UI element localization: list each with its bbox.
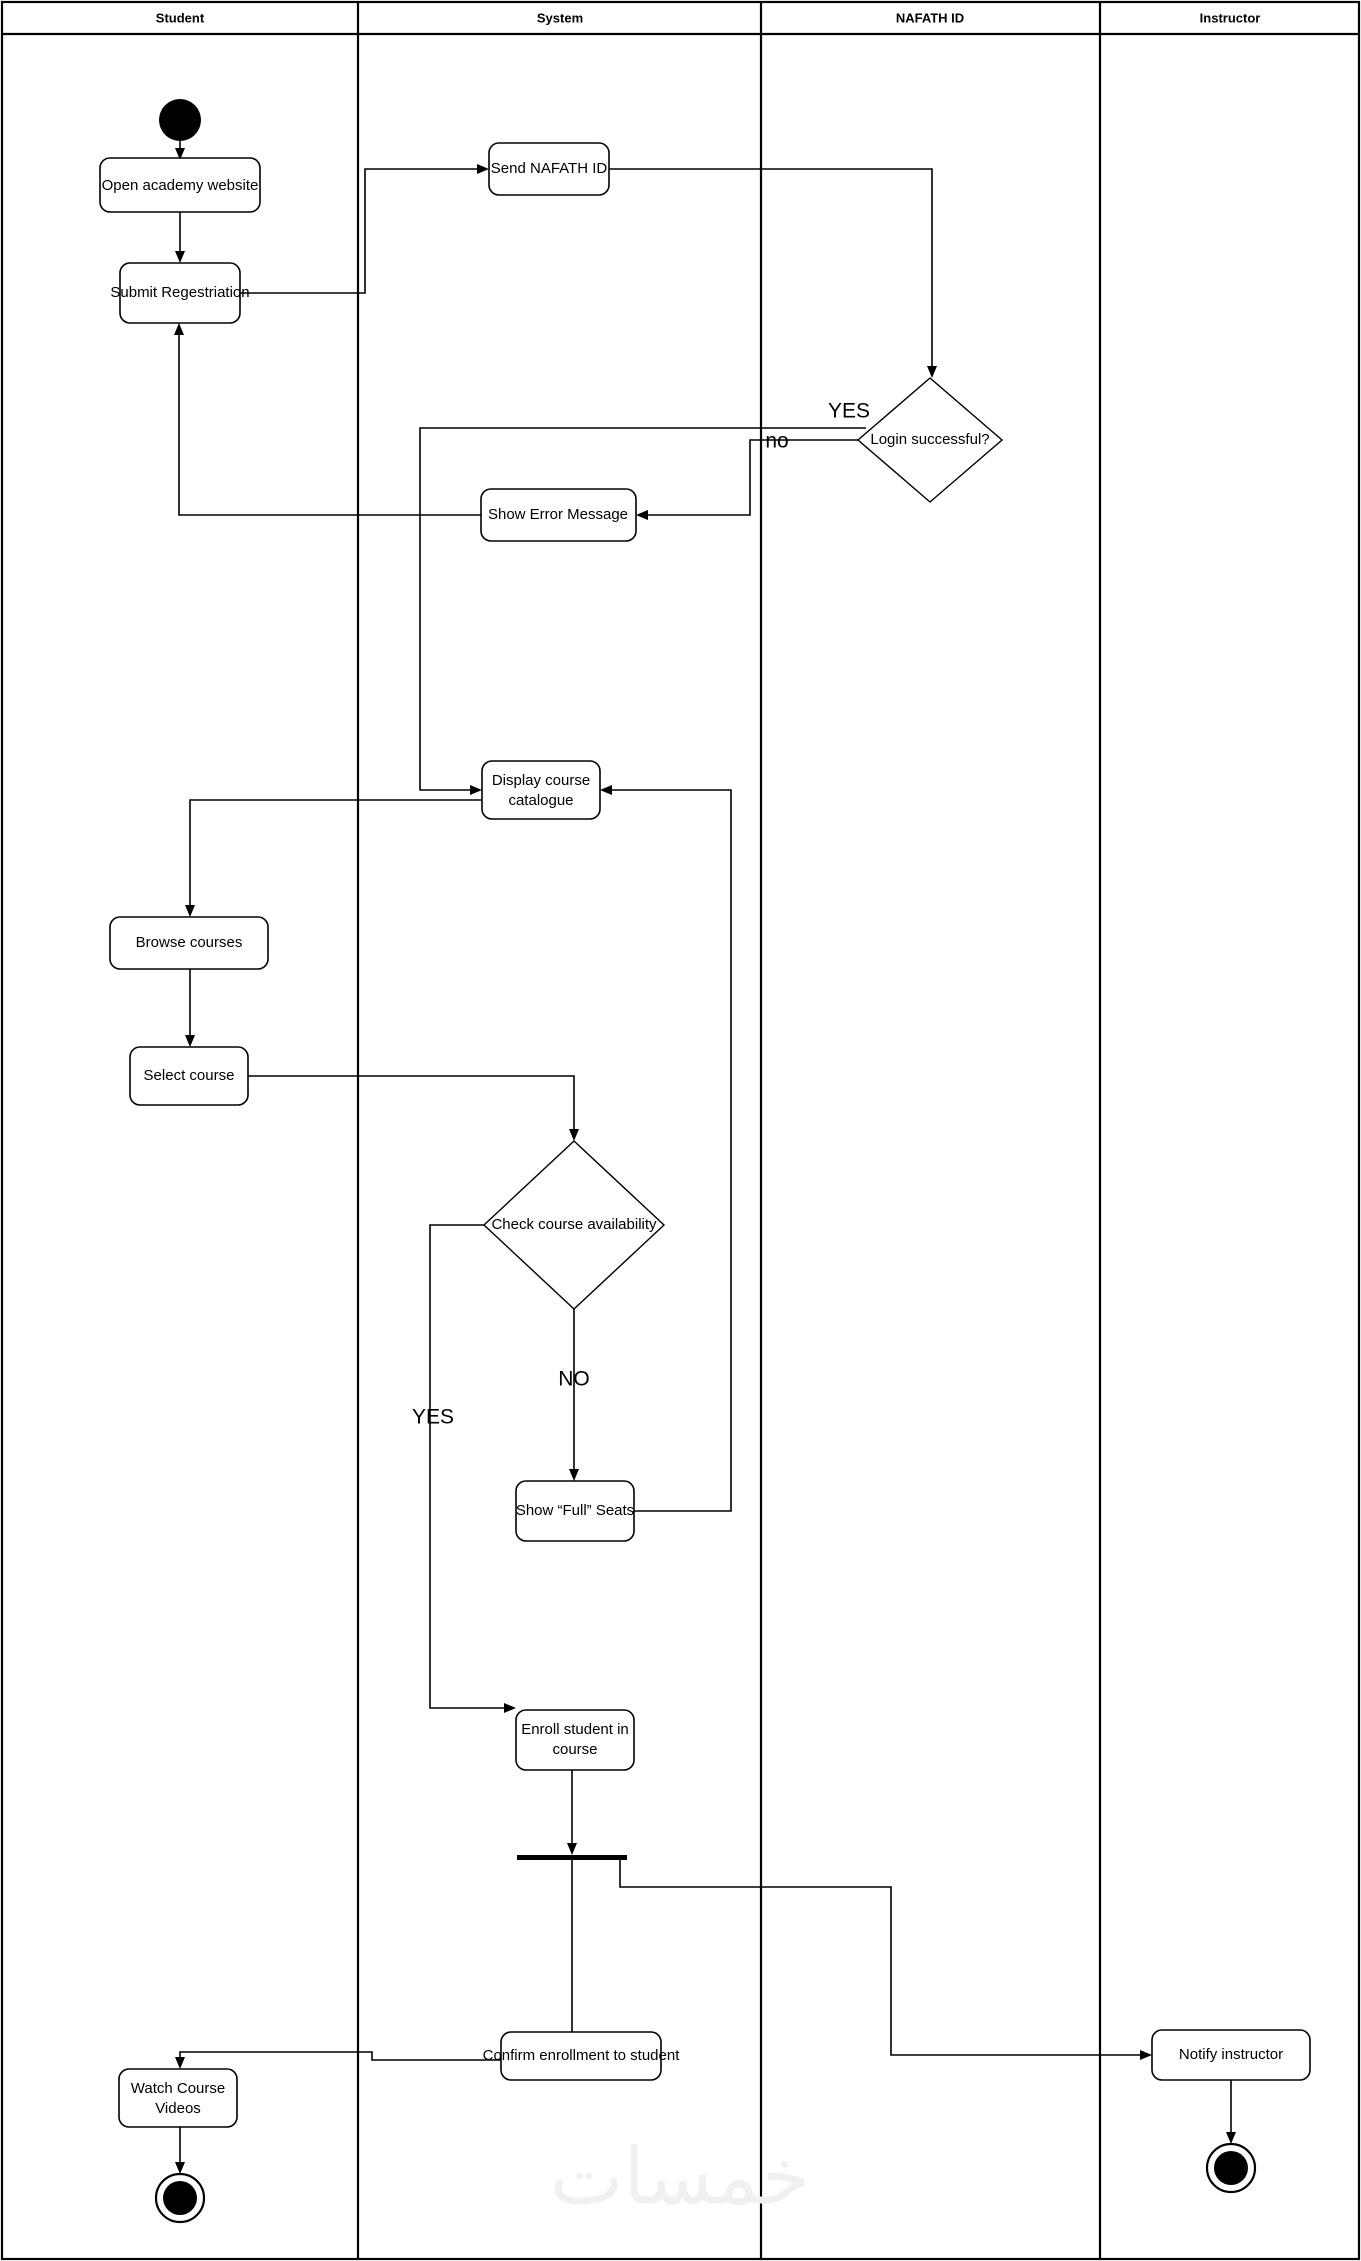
open-academy-website[interactable]: Open academy website xyxy=(99,157,261,213)
lane-title-student: Student xyxy=(156,10,205,25)
display-course-catalogue-label-1: Display course xyxy=(492,772,590,789)
guard-yes-login: YES xyxy=(828,400,870,423)
check-course-availability-label: Check course availability xyxy=(491,1216,657,1233)
flow-confirm-to-watch xyxy=(175,2051,501,2069)
confirm-enrollment-to-student-box[interactable] xyxy=(500,2031,662,2081)
watch-course-videos-label-2: Videos xyxy=(155,2100,201,2117)
watch-course-videos[interactable]: Watch Course Videos xyxy=(118,2068,238,2128)
submit-registration-box[interactable] xyxy=(119,262,241,324)
submit-registration[interactable]: Submit Regestriation xyxy=(110,262,250,324)
show-full-seats[interactable]: Show “Full” Seats xyxy=(515,1480,635,1542)
open-academy-website-box[interactable] xyxy=(99,157,261,213)
open-academy-website-label: Open academy website xyxy=(102,177,259,194)
select-course[interactable]: Select course xyxy=(129,1046,249,1106)
enroll-student-in-course-label-2: course xyxy=(552,1741,597,1758)
notify-instructor[interactable]: Notify instructor xyxy=(1151,2029,1311,2081)
show-full-seats-label: Show “Full” Seats xyxy=(516,1502,634,1519)
flow-enroll-to-fork xyxy=(567,1770,577,1855)
guard-no-login: no xyxy=(765,430,788,453)
send-nafath-id-label: Send NAFATH ID xyxy=(491,160,608,177)
flow-send-to-login xyxy=(609,168,937,378)
flow-error-to-submit xyxy=(174,323,481,516)
watch-course-videos-box[interactable] xyxy=(118,2068,238,2128)
confirm-enrollment-to-student[interactable]: Confirm enrollment to student xyxy=(483,2031,681,2081)
flow-login-yes-catalogue xyxy=(419,427,866,795)
flow-notify-to-end xyxy=(1226,2080,1236,2144)
show-full-seats-box[interactable] xyxy=(515,1480,635,1542)
initial-node xyxy=(159,99,201,141)
lane-title-system: System xyxy=(537,10,583,25)
fork-bar xyxy=(517,1855,627,1860)
final-node-student xyxy=(154,2172,206,2224)
display-course-catalogue-label-2: catalogue xyxy=(508,792,573,809)
display-course-catalogue-box[interactable] xyxy=(481,760,601,820)
final-node-instructor-core xyxy=(1214,2151,1248,2185)
final-node-student-core xyxy=(163,2181,197,2215)
show-error-message[interactable]: Show Error Message xyxy=(480,488,637,542)
flow-fork-to-notify xyxy=(619,1860,1152,2060)
flow-open-to-submit xyxy=(175,212,185,263)
check-course-availability-decision[interactable]: Check course availability xyxy=(482,1140,666,1310)
notify-instructor-box[interactable] xyxy=(1151,2029,1311,2081)
flow-full-to-catalogue xyxy=(600,785,732,1512)
browse-courses-box[interactable] xyxy=(109,916,269,970)
login-successful-decision[interactable]: Login successful? xyxy=(856,377,1004,503)
flow-check-no-full xyxy=(569,1309,579,1481)
select-course-label: Select course xyxy=(144,1067,235,1084)
browse-courses-label: Browse courses xyxy=(136,934,243,951)
final-node-instructor xyxy=(1205,2142,1257,2194)
enroll-student-in-course-label-1: Enroll student in xyxy=(521,1721,629,1738)
flow-check-yes-enroll xyxy=(429,1224,516,1713)
select-course-box[interactable] xyxy=(129,1046,249,1106)
flow-start-to-open xyxy=(175,141,185,160)
flow-login-no-error xyxy=(636,439,858,520)
submit-registration-label: Submit Regestriation xyxy=(110,284,249,301)
flow-catalogue-to-browse xyxy=(185,799,482,917)
notify-instructor-label: Notify instructor xyxy=(1179,2046,1283,2063)
browse-courses[interactable]: Browse courses xyxy=(109,916,269,970)
watermark-khamsat: خمسات xyxy=(550,2132,810,2222)
flow-browse-to-select xyxy=(185,969,195,1047)
flow-select-to-check xyxy=(248,1075,579,1141)
show-error-message-label: Show Error Message xyxy=(488,506,628,523)
login-successful-diamond[interactable] xyxy=(856,377,1004,503)
login-successful-label: Login successful? xyxy=(870,431,989,448)
watch-course-videos-label-1: Watch Course xyxy=(131,2080,225,2097)
show-error-message-box[interactable] xyxy=(480,488,637,542)
send-nafath-id-box[interactable] xyxy=(488,142,610,196)
guard-no-availability: NO xyxy=(558,1368,590,1391)
send-nafath-id[interactable]: Send NAFATH ID xyxy=(488,142,610,196)
lane-title-instructor: Instructor xyxy=(1200,10,1261,25)
flow-submit-to-send xyxy=(240,164,489,294)
confirm-enrollment-to-student-label: Confirm enrollment to student xyxy=(483,2047,681,2064)
enroll-student-in-course[interactable]: Enroll student in course xyxy=(515,1709,635,1771)
display-course-catalogue[interactable]: Display course catalogue xyxy=(481,760,601,820)
lane-title-nafath: NAFATH ID xyxy=(896,10,964,25)
check-course-availability-diamond[interactable] xyxy=(482,1140,666,1310)
enroll-student-in-course-box[interactable] xyxy=(515,1709,635,1771)
flow-watch-to-end xyxy=(175,2127,185,2174)
guard-yes-availability: YES xyxy=(412,1406,454,1429)
